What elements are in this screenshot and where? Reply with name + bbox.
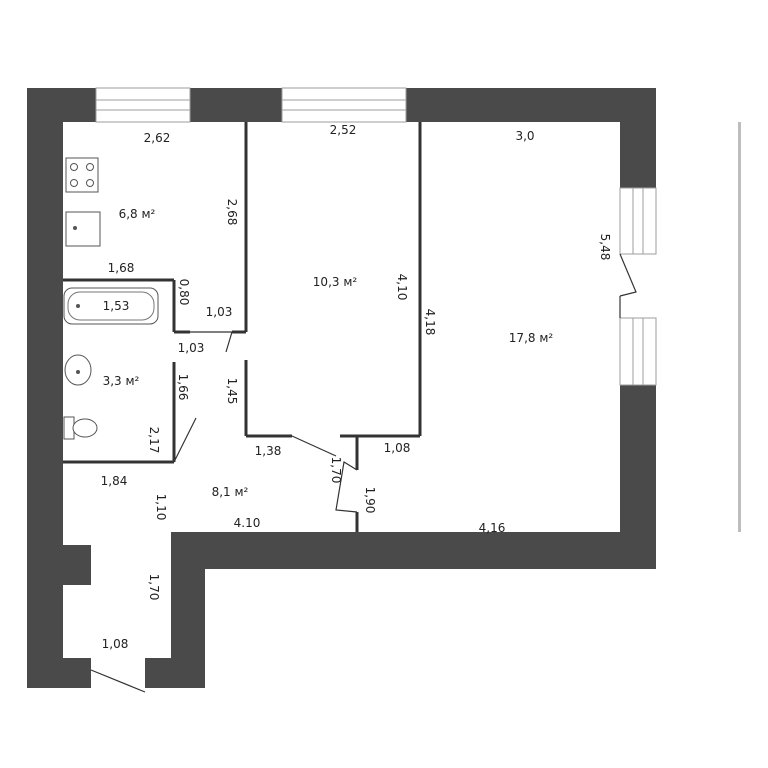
dim-entry: 1,08 <box>102 637 129 651</box>
dim-bath-door-width: 1,03 <box>178 341 205 355</box>
left-wall <box>27 88 63 688</box>
dim-hall-top: 1,84 <box>101 474 128 488</box>
balcony-rail <box>738 122 741 532</box>
dim-bath-right: 1,66 <box>176 374 190 401</box>
dim-hall-wall: 1,45 <box>225 378 239 405</box>
interior-walls <box>63 122 422 532</box>
living-window-upper <box>619 187 657 255</box>
stove-icon <box>65 157 99 193</box>
sink-icon <box>65 211 101 247</box>
dim-hall-bottom: 4.10 <box>234 516 261 530</box>
dim-bedroom-right: 4,10 <box>395 274 409 301</box>
dim-bedroom-outer: 4,18 <box>423 309 437 336</box>
dim-balcony-door: 5,48 <box>598 234 612 261</box>
bedroom-door-swing <box>291 435 337 457</box>
dim-corridor: 1,70 <box>147 574 161 601</box>
dim-kitchen-top: 2,62 <box>144 131 171 145</box>
dim-kitchen-door: 1,03 <box>206 305 233 319</box>
kitchen-window <box>95 87 191 123</box>
doors <box>90 331 358 693</box>
entry-door-swing <box>90 669 146 693</box>
windows <box>95 87 657 386</box>
bottom-right-wall <box>145 658 205 688</box>
kitchen-door-swing <box>190 331 233 353</box>
dim-bath-top-gap: 0,80 <box>177 279 191 306</box>
dim-living-bottom-left: 1,08 <box>384 441 411 455</box>
bathroom-area: 3,3 м² <box>103 374 140 388</box>
dim-bedroom-bottom-left: 1,38 <box>255 444 282 458</box>
outer-walls <box>27 88 741 688</box>
toilet-icon <box>63 416 98 440</box>
dim-living-bottom: 4,16 <box>479 521 506 535</box>
dim-hall-left: 1,10 <box>154 494 168 521</box>
hall-area: 8,1 м² <box>212 485 249 499</box>
dim-living-door: 1,90 <box>363 487 377 514</box>
bedroom-area: 10,3 м² <box>313 275 358 289</box>
kitchen-area: 6,8 м² <box>119 207 156 221</box>
right-wall-upper <box>620 88 656 188</box>
bath-door-swing <box>173 417 197 463</box>
entry-niche <box>63 545 91 585</box>
dim-kitchen-bottom: 1,68 <box>108 261 135 275</box>
dim-bath-tub: 1,53 <box>103 299 130 313</box>
bathtub-icon <box>63 287 159 325</box>
living-area: 17,8 м² <box>509 331 554 345</box>
bottom-wall <box>171 532 656 569</box>
balcony-door-swing <box>619 253 637 297</box>
dim-bath-door: 2,17 <box>147 427 161 454</box>
bedroom-window <box>281 87 407 123</box>
living-window-lower <box>619 317 657 386</box>
dim-kitchen-side: 2,68 <box>225 199 239 226</box>
dim-living-top: 3,0 <box>515 129 534 143</box>
bottom-left-wall <box>27 658 91 688</box>
dim-bedroom-door: 1,70 <box>329 457 343 484</box>
washbasin-icon <box>64 354 92 386</box>
dim-bedroom-top: 2,52 <box>330 123 357 137</box>
living-door-swing <box>335 461 358 513</box>
